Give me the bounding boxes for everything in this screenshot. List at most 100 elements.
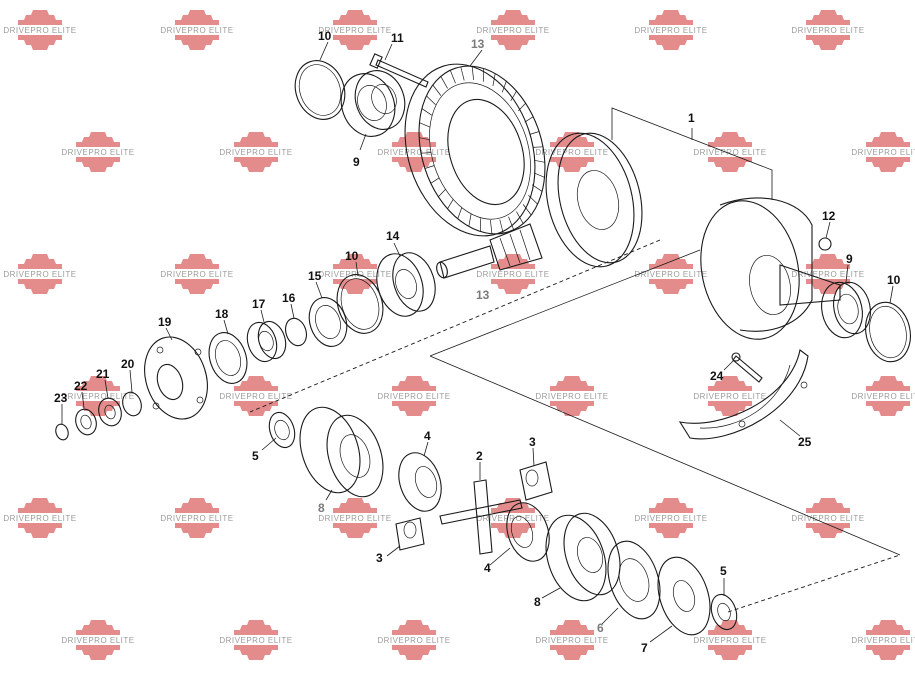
watermark-gear-icon: DRIVEPRO ELITE xyxy=(476,498,549,538)
ring-gear-tooth xyxy=(471,66,474,80)
watermark-text: DRIVEPRO ELITE xyxy=(791,514,864,523)
label-3: 3 xyxy=(376,551,383,565)
watermark-text: DRIVEPRO ELITE xyxy=(693,392,766,401)
ring-gear-tooth xyxy=(457,207,463,219)
part-flange-19 xyxy=(144,336,208,420)
label-15: 15 xyxy=(308,269,322,283)
watermark-gear-icon: DRIVEPRO ELITE xyxy=(61,620,134,660)
watermark-gear-icon: DRIVEPRO ELITE xyxy=(791,254,864,294)
part-pinion-3-top xyxy=(519,461,553,501)
part-washer-21 xyxy=(98,397,122,427)
label-5: 5 xyxy=(720,564,727,578)
label-23: 23 xyxy=(54,391,68,405)
ring-gear-tooth xyxy=(419,122,431,128)
ring-gear-tooth xyxy=(534,159,545,163)
ring-gear-tooth xyxy=(430,177,440,184)
part-carrier-half-front xyxy=(545,132,643,268)
ring-gear-tooth xyxy=(460,66,465,81)
part-bolt-24 xyxy=(731,352,763,383)
watermark-gear-icon: DRIVEPRO ELITE xyxy=(851,620,915,660)
watermark-text: DRIVEPRO ELITE xyxy=(476,514,549,523)
watermark-text: DRIVEPRO ELITE xyxy=(3,270,76,279)
part-snap-ring-10-right xyxy=(865,301,911,363)
label-24: 24 xyxy=(710,369,724,383)
part-bearing-17 xyxy=(246,320,287,363)
part-nut-22 xyxy=(75,408,97,436)
ring-gear-tooth xyxy=(533,172,545,178)
part-clutch-housing-8-left xyxy=(299,406,384,498)
ring-gear-tooth xyxy=(510,91,517,101)
ring-gear-tooth xyxy=(508,216,515,230)
ring-gear-tooth xyxy=(438,188,446,198)
label-2: 2 xyxy=(476,449,483,463)
watermark-gear-icon: DRIVEPRO ELITE xyxy=(693,376,766,416)
part-thrust-washer-5-right xyxy=(710,593,738,631)
label-10: 10 xyxy=(318,29,332,43)
watermark-text: DRIVEPRO ELITE xyxy=(634,270,707,279)
watermark-gear-icon: DRIVEPRO ELITE xyxy=(791,10,864,50)
label-20: 20 xyxy=(121,357,135,371)
ring-gear-tooth xyxy=(524,116,534,123)
part-bearing-14 xyxy=(376,252,436,317)
label-14: 14 xyxy=(386,229,400,243)
label-1: 1 xyxy=(688,111,695,125)
watermark-gear-icon: DRIVEPRO ELITE xyxy=(535,132,608,172)
watermark-text: DRIVEPRO ELITE xyxy=(535,392,608,401)
label-11: 11 xyxy=(391,31,404,45)
watermark-gear-icon: DRIVEPRO ELITE xyxy=(535,620,608,660)
part-washer-20 xyxy=(122,391,142,417)
part-snap-ring-10-top xyxy=(294,60,346,120)
ring-gear-tooth xyxy=(449,70,456,84)
label-13: 13 xyxy=(476,288,490,302)
ring-gear-tooth xyxy=(522,204,532,216)
part-cross-shaft-2 xyxy=(439,479,523,555)
watermark-text: DRIVEPRO ELITE xyxy=(318,514,391,523)
watermark-gear-icon: DRIVEPRO ELITE xyxy=(476,10,549,50)
watermark-text: DRIVEPRO ELITE xyxy=(377,148,450,157)
ring-gear-tooth xyxy=(492,73,496,87)
watermark-gear-icon: DRIVEPRO ELITE xyxy=(851,132,915,172)
ring-gear-tooth xyxy=(529,131,540,135)
watermark-text: DRIVEPRO ELITE xyxy=(219,148,292,157)
label-9: 9 xyxy=(846,252,853,266)
watermark-gear-icon: DRIVEPRO ELITE xyxy=(476,254,549,294)
label-12: 12 xyxy=(822,209,836,223)
watermark-text: DRIVEPRO ELITE xyxy=(851,148,915,157)
watermark-text: DRIVEPRO ELITE xyxy=(693,148,766,157)
ring-gear-tooth xyxy=(468,213,472,227)
watermark-gear-icon: DRIVEPRO ELITE xyxy=(160,498,233,538)
label-18: 18 xyxy=(215,307,229,321)
label-25: 25 xyxy=(798,435,812,449)
watermark-text: DRIVEPRO ELITE xyxy=(3,514,76,523)
watermark-gear-icon: DRIVEPRO ELITE xyxy=(377,132,450,172)
watermark-text: DRIVEPRO ELITE xyxy=(61,636,134,645)
ring-gear-tooth xyxy=(420,152,432,154)
ring-gear-tooth xyxy=(499,219,504,234)
label-4: 4 xyxy=(424,429,431,443)
part-cover-25 xyxy=(678,349,809,440)
watermark-text: DRIVEPRO ELITE xyxy=(791,26,864,35)
watermark-gear-icon: DRIVEPRO ELITE xyxy=(693,132,766,172)
watermark-gear-icon: DRIVEPRO ELITE xyxy=(219,132,292,172)
leader-lines xyxy=(61,41,894,643)
ring-gear-tooth xyxy=(531,184,543,192)
watermark-text: DRIVEPRO ELITE xyxy=(219,392,292,401)
label-10: 10 xyxy=(887,273,901,287)
watermark-gear-icon: DRIVEPRO ELITE xyxy=(377,376,450,416)
ring-gear-tooth xyxy=(532,146,544,148)
watermark-text: DRIVEPRO ELITE xyxy=(318,26,391,35)
label-6: 6 xyxy=(597,621,604,635)
watermark-text: DRIVEPRO ELITE xyxy=(634,26,707,35)
ring-gear-tooth xyxy=(528,195,538,205)
ring-gear-tooth xyxy=(424,165,435,169)
label-8: 8 xyxy=(534,595,541,609)
watermark-gear-icon: DRIVEPRO ELITE xyxy=(693,620,766,660)
ring-gear-tooth xyxy=(421,108,433,116)
watermark-text: DRIVEPRO ELITE xyxy=(693,636,766,645)
watermark-gear-icon: DRIVEPRO ELITE xyxy=(219,376,292,416)
ring-gear-tooth xyxy=(490,220,493,234)
watermark-text: DRIVEPRO ELITE xyxy=(634,514,707,523)
watermark-text: DRIVEPRO ELITE xyxy=(377,636,450,645)
label-13: 13 xyxy=(471,37,485,51)
